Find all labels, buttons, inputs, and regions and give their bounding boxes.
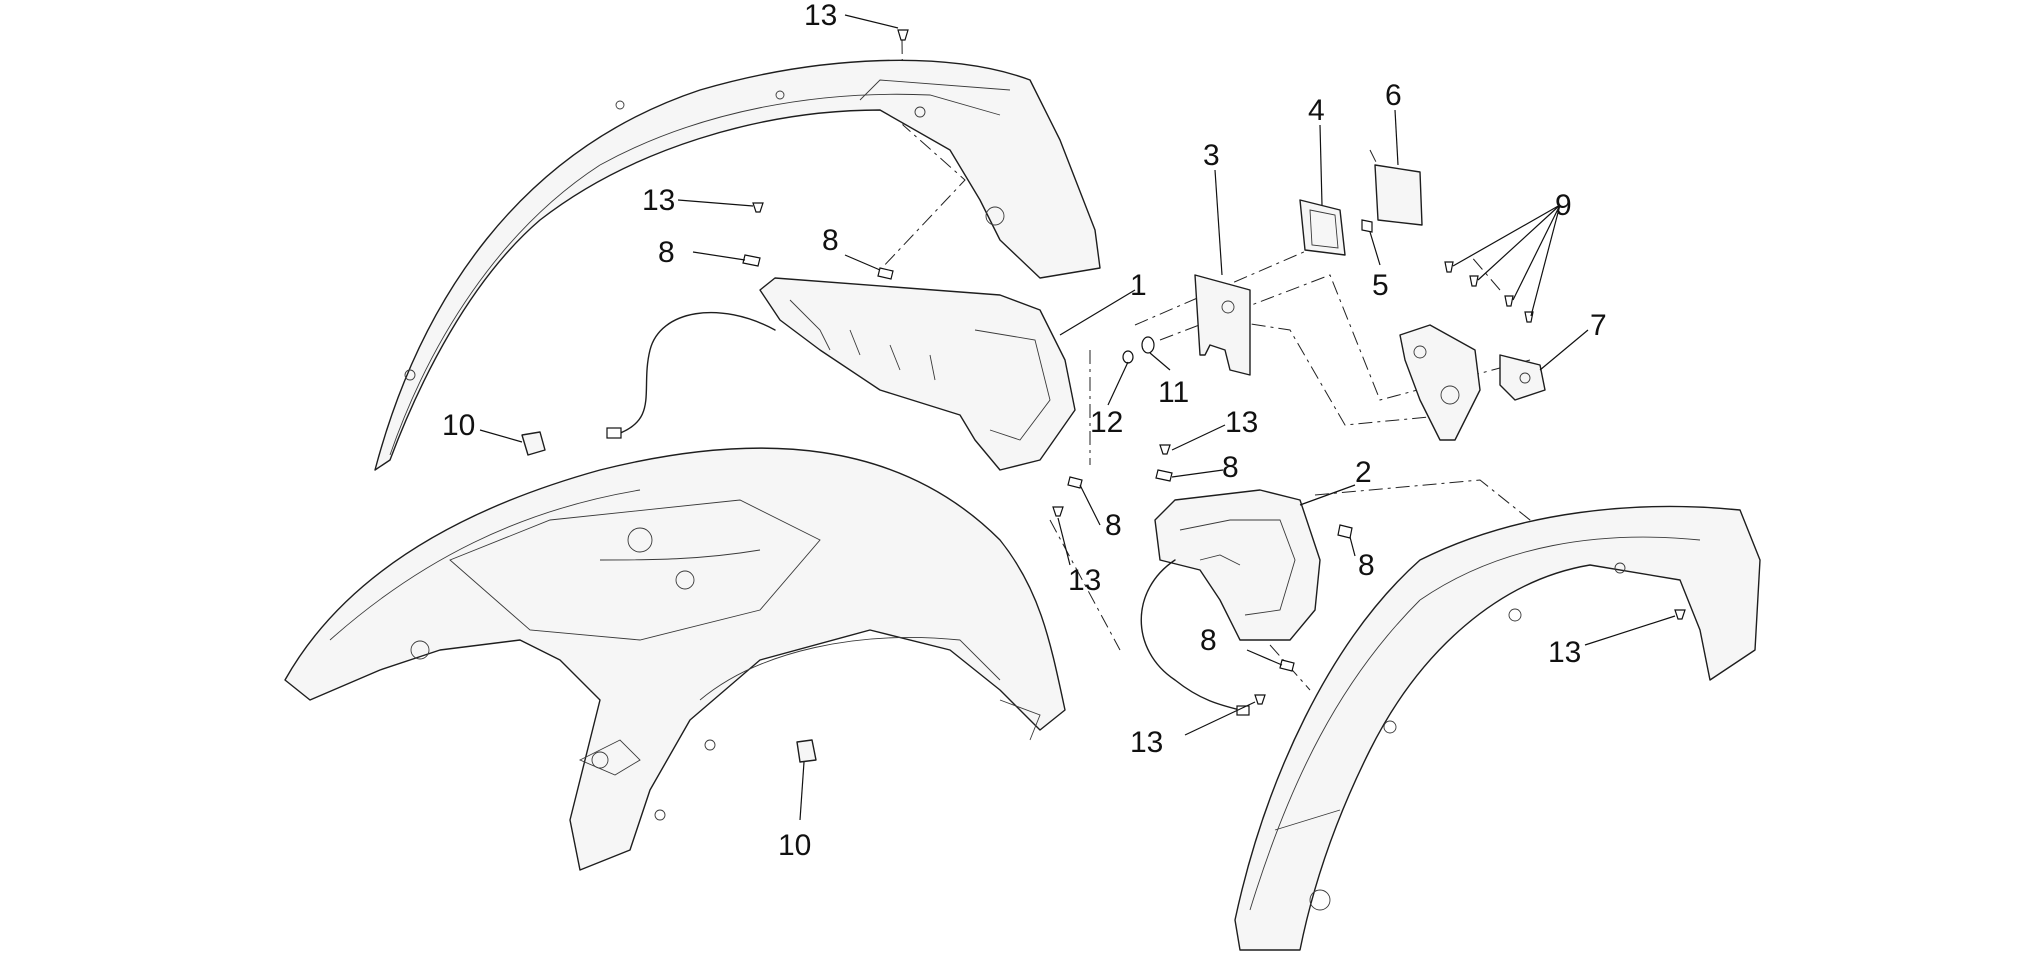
lower-body-shell [284, 447, 1066, 871]
callout-13-right: 13 [1548, 636, 1581, 669]
lower-right-fender [1234, 505, 1761, 951]
clip-8f [1279, 659, 1295, 672]
callout-8-center: 8 [1222, 451, 1239, 484]
screw-9a [1444, 261, 1454, 273]
screw-9c [1504, 295, 1514, 307]
callout-11: 11 [1158, 376, 1189, 409]
clip-8b [877, 267, 894, 280]
callout-10-bottom: 10 [778, 829, 811, 862]
screw-13c [1159, 444, 1171, 455]
callout-2: 2 [1355, 456, 1372, 489]
callout-7: 7 [1590, 309, 1607, 342]
callout-labels: 13 13 8 8 1 10 12 11 13 8 8 13 2 8 8 13 … [442, 0, 1607, 862]
hardware [521, 29, 1686, 763]
callout-13-upper-left: 13 [642, 184, 675, 217]
callout-6: 6 [1385, 79, 1402, 112]
clip-8d [1155, 469, 1173, 482]
upper-fender-trim [374, 59, 1101, 471]
screw-13d [1052, 506, 1064, 517]
callout-10-left: 10 [442, 409, 475, 442]
callout-8-lower-center: 8 [1105, 509, 1122, 542]
callout-13-lower-center: 13 [1068, 564, 1101, 597]
screw-13e [1254, 694, 1266, 705]
callout-8-upper-left: 8 [658, 236, 675, 269]
clip-8c [1067, 476, 1083, 489]
clip-8e [1337, 524, 1353, 539]
callout-8-lower-right: 8 [1200, 624, 1217, 657]
callout-8-upper-mid: 8 [822, 224, 839, 257]
part-1-light-housing [606, 277, 1076, 471]
leader-lines [479, 14, 1676, 821]
callout-8-right: 8 [1358, 549, 1375, 582]
screw-13b [752, 202, 764, 213]
part-4-lamp-frame [1299, 199, 1346, 256]
part-2-light-housing [1140, 489, 1321, 716]
screw-9b [1469, 275, 1479, 287]
callout-13-center: 13 [1225, 406, 1258, 439]
callout-3: 3 [1203, 139, 1220, 172]
washer-11 [1141, 336, 1155, 354]
nut-12 [1122, 350, 1134, 364]
part-5-bulb [1361, 219, 1373, 233]
part-7-bracket [1399, 324, 1546, 441]
plug-10a [521, 431, 546, 456]
callout-13-top: 13 [804, 0, 837, 32]
callout-5: 5 [1372, 269, 1389, 302]
plug-10b [796, 739, 817, 763]
part-3-mounting-plate [1194, 274, 1251, 376]
callout-1: 1 [1130, 269, 1147, 302]
clip-8a [742, 254, 761, 267]
part-6-lens-cover [1374, 164, 1423, 226]
screw-13a [897, 29, 909, 41]
callout-13-lower-left: 13 [1130, 726, 1163, 759]
screw-13f [1674, 609, 1686, 620]
callout-12: 12 [1090, 406, 1123, 439]
callout-4: 4 [1308, 94, 1325, 127]
callout-9: 9 [1555, 189, 1572, 222]
